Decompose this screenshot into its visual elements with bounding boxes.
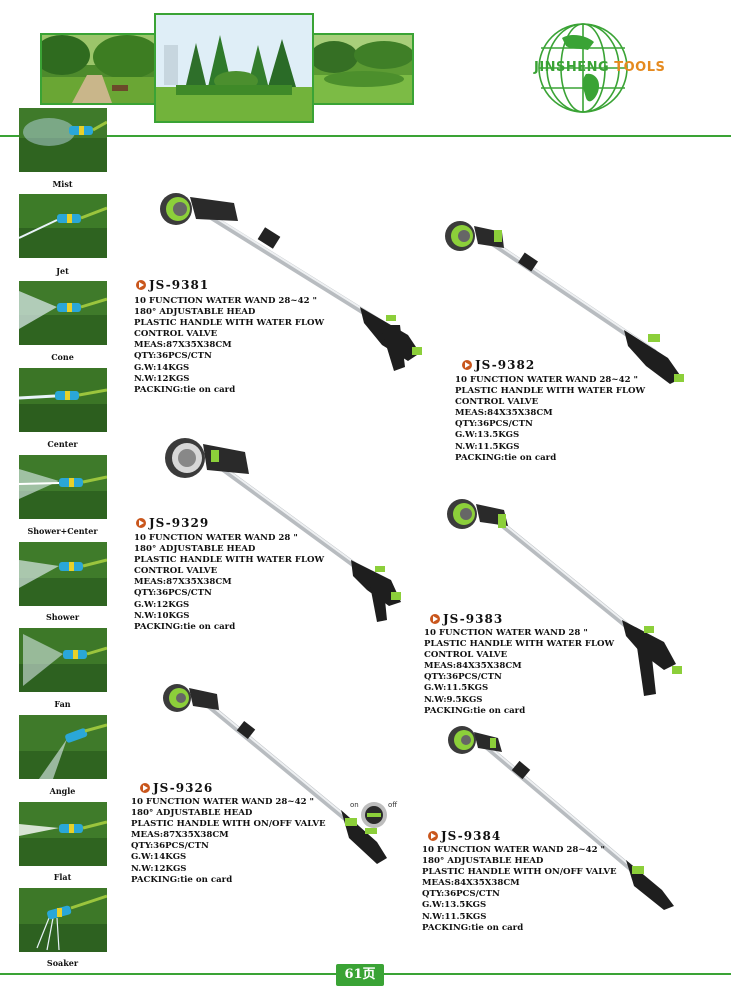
globe-logo-icon: [538, 23, 628, 113]
header-photo-center: [154, 13, 314, 123]
model-number: JS-9381: [136, 278, 209, 292]
product-specs: 10 FUNCTION WATER WAND 28~42 " 180° ADJU…: [134, 296, 325, 395]
thumb-label-fan: Fan: [54, 699, 71, 709]
arrow-bullet-icon: [462, 360, 472, 370]
arrow-bullet-icon: [136, 280, 146, 290]
model-number: JS-9382: [462, 358, 535, 372]
garden-photo-image: [42, 35, 155, 103]
product-image-js9383: [447, 499, 682, 696]
hedge-photo-image: [314, 35, 412, 103]
valve-on-label: on: [350, 801, 359, 809]
shower-spray-image: [19, 542, 107, 606]
header-photo-left: [40, 33, 157, 105]
angle-spray-image: [19, 715, 107, 779]
mist-spray-image: [19, 108, 107, 172]
arrow-bullet-icon: [140, 783, 150, 793]
product-image-js9326: [163, 684, 387, 864]
thumb-cone: [19, 281, 107, 345]
product-image-js9384: [448, 726, 674, 910]
thumb-center: [19, 368, 107, 432]
logo-wordmark: JINSHENG TOOLS: [534, 60, 665, 75]
thumb-angle: [19, 715, 107, 779]
cone-spray-image: [19, 281, 107, 345]
topiary-photo-image: [156, 15, 312, 121]
model-number: JS-9383: [430, 612, 503, 626]
thumb-mist: [19, 108, 107, 172]
shower-center-spray-image: [19, 455, 107, 519]
thumb-flat: [19, 802, 107, 866]
thumb-label-center: Center: [47, 439, 78, 449]
logo-brand: JINSHENG: [534, 60, 610, 75]
product-specs: 10 FUNCTION WATER WAND 28~42 " 180° ADJU…: [131, 797, 326, 885]
header-divider: [0, 135, 731, 137]
product-image-js9329: [165, 438, 401, 622]
thumb-label-flat: Flat: [53, 872, 72, 882]
thumb-fan: [19, 628, 107, 692]
thumb-label-mist: Mist: [52, 179, 73, 189]
arrow-bullet-icon: [430, 614, 440, 624]
logo-suffix: TOOLS: [614, 60, 666, 75]
thumb-label-shower: Shower: [45, 612, 80, 622]
thumb-shower: [19, 542, 107, 606]
brand-logo: [532, 18, 634, 118]
valve-off-label: off: [388, 801, 398, 809]
soaker-spray-image: [19, 888, 107, 952]
product-image-js9382: [445, 221, 684, 384]
thumb-label-angle: Angle: [49, 786, 76, 796]
thumb-label-soaker: Soaker: [46, 958, 79, 968]
valve-inset-icon: [361, 802, 387, 828]
page-number: 61页: [336, 964, 384, 986]
thumb-label-cone: Cone: [51, 352, 74, 362]
product-specs: 10 FUNCTION WATER WAND 28~42 " PLASTIC H…: [455, 375, 646, 463]
thumb-label-shower-center: Shower+Center: [27, 526, 98, 536]
arrow-bullet-icon: [136, 518, 146, 528]
header-photo-right: [312, 33, 414, 105]
model-number: JS-9384: [428, 829, 501, 843]
flat-spray-image: [19, 802, 107, 866]
thumb-jet: [19, 194, 107, 258]
fan-spray-image: [19, 628, 107, 692]
product-specs: 10 FUNCTION WATER WAND 28 " PLASTIC HAND…: [424, 628, 615, 716]
thumb-soaker: [19, 888, 107, 952]
arrow-bullet-icon: [428, 831, 438, 841]
thumb-label-jet: Jet: [56, 266, 69, 276]
product-image-js9381: [160, 193, 422, 371]
center-spray-image: [19, 368, 107, 432]
product-specs: 10 FUNCTION WATER WAND 28 " 180° ADJUSTA…: [134, 533, 325, 632]
thumb-shower-center: [19, 455, 107, 519]
model-number: JS-9329: [136, 516, 209, 530]
product-specs: 10 FUNCTION WATER WAND 28~42 " 180° ADJU…: [422, 845, 617, 933]
jet-spray-image: [19, 194, 107, 258]
model-number: JS-9326: [140, 781, 213, 795]
